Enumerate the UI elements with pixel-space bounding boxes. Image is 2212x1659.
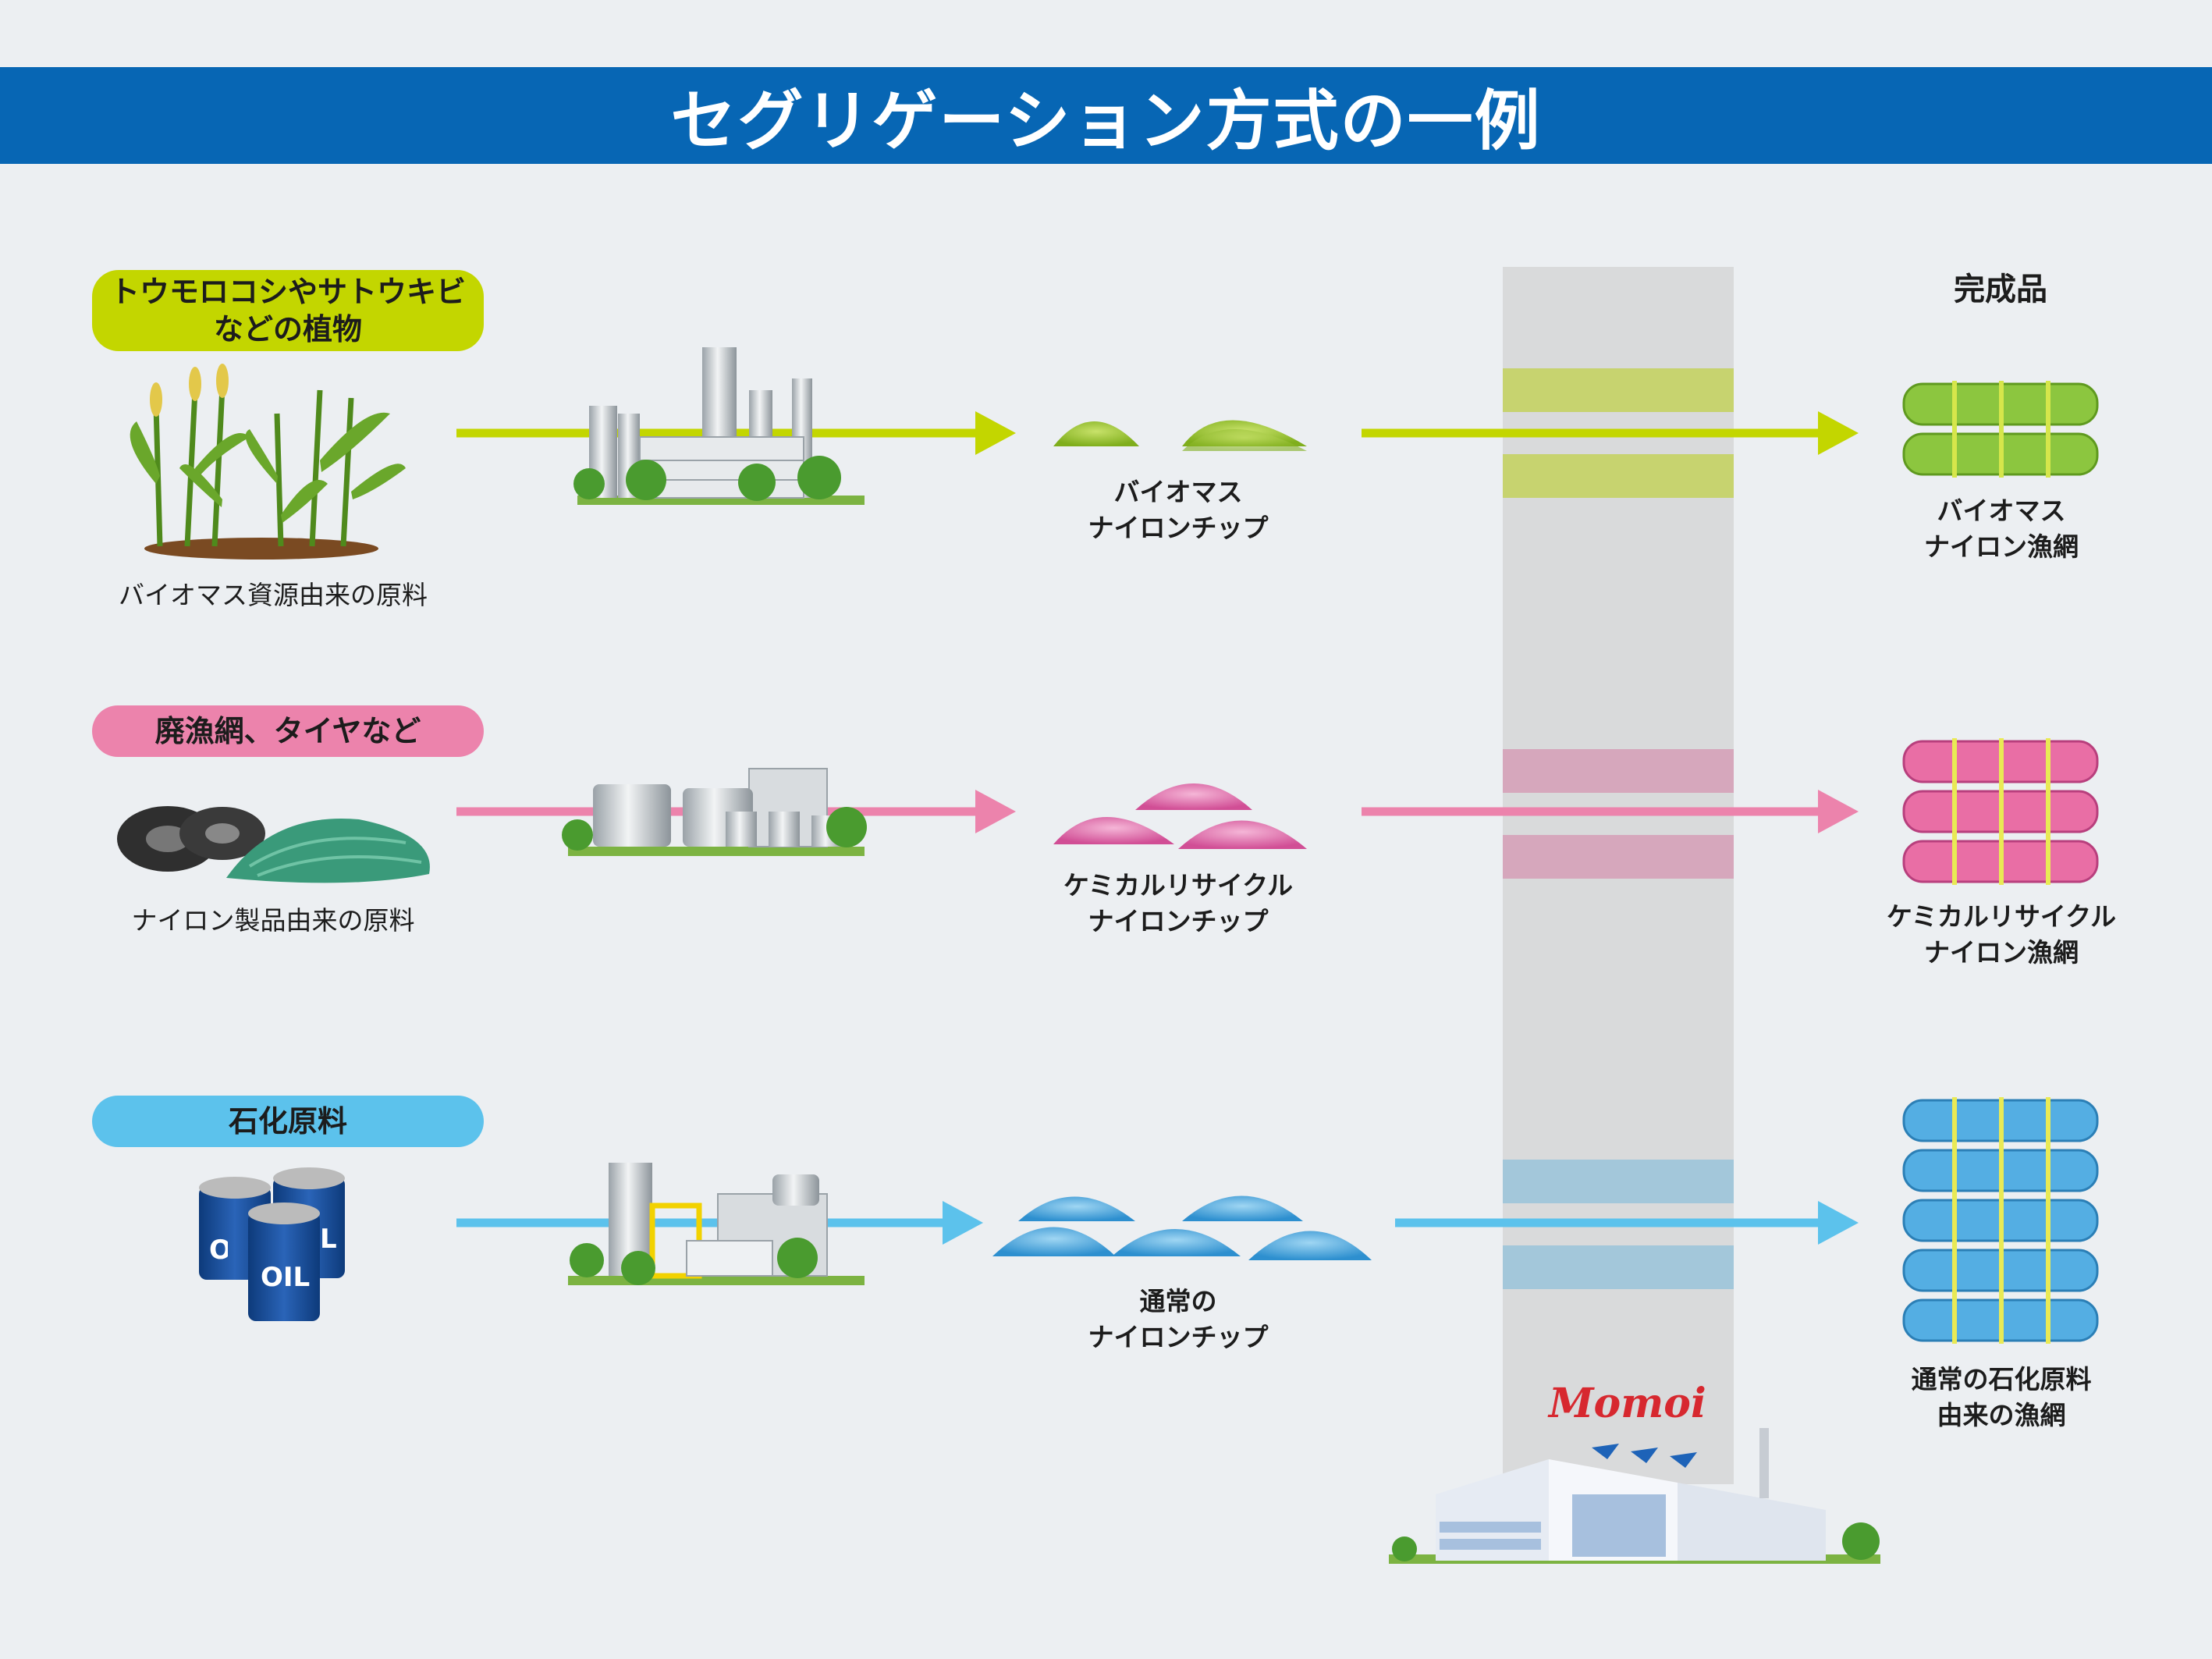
source-pill-chemical: 廃漁網、タイヤなど (92, 705, 484, 757)
biomass-plant-icon (573, 347, 865, 505)
petro-bands (1503, 1160, 1734, 1289)
chip-caption-chemical: ケミカルリサイクル ナイロンチップ (1063, 870, 1294, 936)
chemical-net-icon (1902, 738, 2099, 885)
tires-nets-icon (117, 806, 430, 883)
product-caption-biomass: バイオマス ナイロン漁網 (1924, 496, 2079, 562)
drum-label-front: OIL (261, 1262, 311, 1293)
recycle-plant-icon (562, 768, 867, 856)
biomass-net-icon (1902, 381, 2099, 478)
chip-caption-petro: 通常の ナイロンチップ (1088, 1286, 1269, 1352)
biomass-chips-icon (1053, 420, 1307, 451)
title-bar: セグリゲーション方式の一例 (0, 67, 2212, 164)
petro-chips-icon (992, 1195, 1372, 1260)
momoi-factory-icon (1389, 1428, 1880, 1564)
chip-caption-biomass: バイオマス ナイロンチップ (1088, 477, 1269, 543)
chemical-chips-icon (1053, 783, 1307, 849)
source-caption-biomass: バイオマス資源由来の原料 (119, 580, 428, 610)
drum-label-back: OIL (209, 1234, 228, 1266)
biomass-bands (1503, 368, 1734, 498)
page-title: セグリゲーション方式の一例 (670, 82, 1542, 159)
petro-net-icon (1902, 1097, 2099, 1344)
source-pill-line: などの植物 (213, 312, 362, 346)
momoi-logo: Momoi (1549, 1380, 1706, 1427)
drum-label-right: L (320, 1224, 337, 1255)
finished-product-label: 完成品 (1954, 272, 2047, 307)
source-pill-line: 廃漁網、タイヤなど (154, 714, 421, 748)
source-pill-petro: 石化原料 (92, 1096, 484, 1147)
oil-drums-icon (199, 1167, 345, 1321)
product-caption-chemical: ケミカルリサイクル ナイロン漁網 (1886, 901, 2117, 968)
petro-arrows (456, 1201, 1859, 1245)
source-pill-line: 石化原料 (228, 1104, 347, 1139)
product-caption-petro: 通常の石化原料 由来の漁網 (1911, 1364, 2092, 1430)
petro-plant-icon (568, 1163, 865, 1285)
source-caption-chemical: ナイロン製品由来の原料 (131, 905, 415, 936)
chemical-bands (1503, 749, 1734, 879)
source-pill-line: トウモロコシやサトウキビ (109, 275, 466, 309)
source-pill-biomass: トウモロコシやサトウキビ などの植物 (92, 270, 484, 351)
corn-sugarcane-icon (130, 364, 406, 560)
